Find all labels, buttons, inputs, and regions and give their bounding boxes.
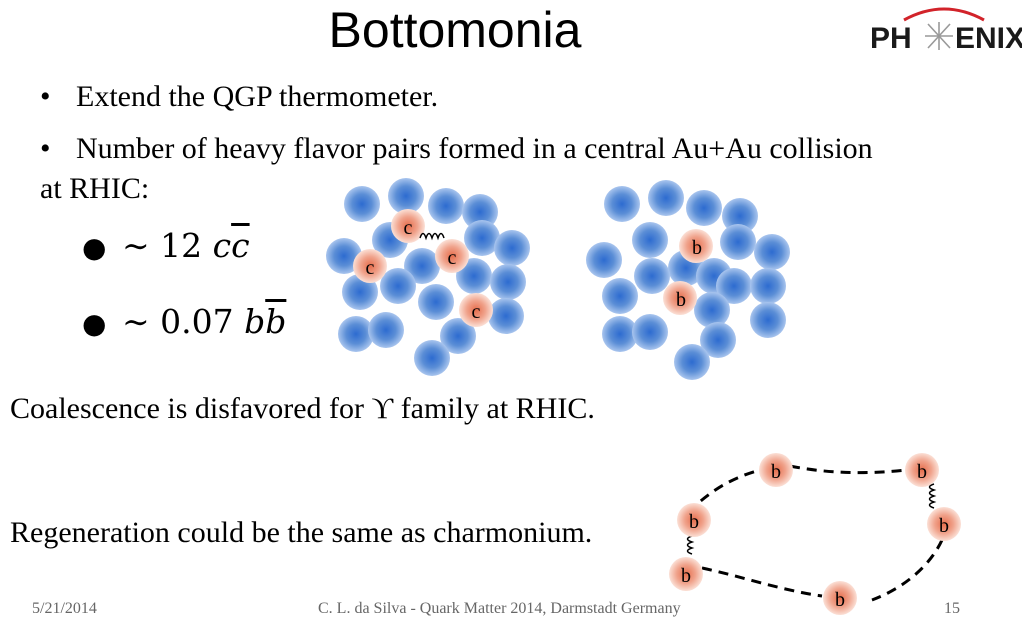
svg-text:ENIX: ENIX [955,22,1022,54]
bottom-quark [759,453,793,487]
quark-label: c [366,257,375,279]
quark-label: b [692,237,702,259]
slide-title: Bottomonia [328,2,582,58]
starburst-icon [925,22,953,50]
quark-label: c [472,301,481,323]
svg-text:PH: PH [870,22,912,54]
coalescence-text: Coalescence is disfavored for ϒ family a… [10,392,595,425]
charm-cluster: c c c c [326,178,530,376]
bottom-quark [927,507,961,541]
bottom-quark [823,581,857,615]
regeneration-text: Regeneration could be the same as charmo… [10,516,593,549]
bottom-quark [663,281,697,315]
quark-label: b [689,511,699,533]
bottom-cluster: b b [586,180,790,380]
sub-bullet-charm: ●∼ 12 cc [82,226,250,265]
bottom-quark [669,557,703,591]
page-number: 15 [944,600,960,617]
gluon-spring-icon [686,535,695,555]
quark-label: b [771,461,781,483]
regeneration-diagram: b b b b b b [669,453,961,615]
bullet-2-cont: at RHIC: [40,172,150,205]
charm-quark [391,209,425,243]
bottom-quark [677,503,711,537]
charm-quark [459,293,493,327]
bullet-2: •Number of heavy flavor pairs formed in … [40,132,873,165]
quark-label: b [939,515,949,537]
charm-quark [435,239,469,273]
quark-label: c [404,217,413,239]
bottom-quark [679,229,713,263]
bullet-1: •Extend the QGP thermometer. [40,80,439,113]
quark-label: c [448,247,457,269]
footer-center: C. L. da Silva - Quark Matter 2014, Darm… [318,600,681,617]
sub-bullet-bottom: ●∼ 0.07 bb [82,302,287,341]
gluon-spring-icon [928,483,937,509]
gluon-spring-icon [419,232,445,241]
quark-label: b [676,289,686,311]
footer-date: 5/21/2014 [32,600,97,617]
quark-label: b [681,565,691,587]
phenix-logo: PH ENIX [870,7,1022,54]
bottom-quark [905,453,939,487]
charm-quark [353,249,387,283]
quark-label: b [835,589,845,611]
quark-label: b [917,461,927,483]
